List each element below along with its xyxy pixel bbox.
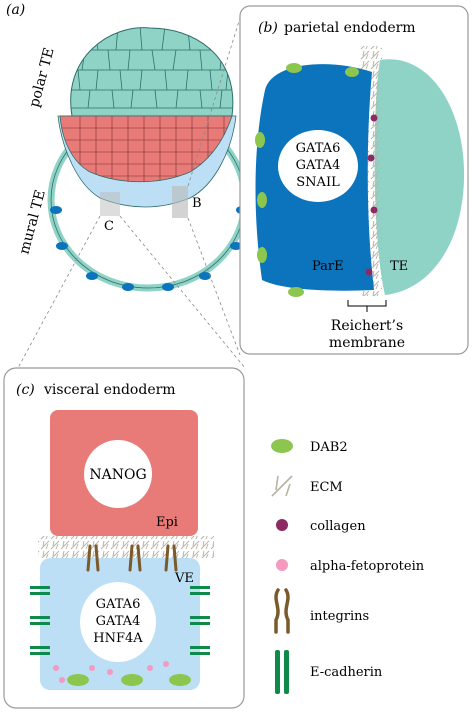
panel-b-letter: (b): [258, 20, 278, 36]
legend-label-ecm: ECM: [310, 480, 343, 495]
te-cell: [374, 59, 465, 295]
panel-a-letter: (a): [6, 2, 25, 18]
legend-label-e-cadherin: E-cadherin: [310, 665, 383, 680]
alpha-fetoprotein-icon: [276, 559, 288, 571]
panel-b-title: parietal endoderm: [284, 20, 416, 36]
ve-marker-2: GATA4: [96, 614, 141, 629]
epi-marker: NANOG: [89, 467, 146, 483]
ve-label: VE: [174, 571, 194, 586]
panel-c-title: visceral endoderm: [43, 382, 176, 398]
legend: DAB2 ECM collagen alpha-fetoprotein inte…: [271, 439, 425, 694]
pare-marker-2: GATA4: [296, 158, 341, 173]
ve-nucleus: [80, 582, 156, 662]
ecm-icon: [271, 475, 293, 497]
reicherts-label-line1: Reichert’s: [331, 318, 403, 334]
legend-label-integrins: integrins: [310, 609, 369, 624]
reicherts-label-line2: membrane: [329, 335, 405, 351]
pare-marker-3: SNAIL: [296, 175, 340, 190]
pare-marker-1: GATA6: [296, 141, 341, 156]
legend-label-afp: alpha-fetoprotein: [310, 559, 425, 574]
e-cadherin-junctions: [30, 586, 210, 655]
ve-dab2-vesicles: [67, 674, 191, 686]
ve-marker-1: GATA6: [96, 597, 141, 612]
legend-label-dab2: DAB2: [310, 440, 348, 455]
polar-te-label: polar TE: [26, 46, 57, 109]
epiblast-icm: [59, 115, 233, 183]
mural-te-nuclei: [50, 206, 248, 291]
mural-te-label: mural TE: [16, 188, 48, 256]
ve-marker-3: HNF4A: [93, 631, 143, 646]
epi-nucleus: [84, 440, 152, 508]
integrins-junction: [86, 544, 178, 572]
dab2-icon: [271, 439, 293, 453]
pare-nucleus: [278, 130, 358, 202]
te-label: TE: [390, 259, 408, 274]
connector-lines: [17, 17, 246, 369]
callout-b-label: B: [192, 196, 202, 211]
afp-dots: [53, 661, 169, 683]
e-cadherin-icon: [275, 650, 289, 694]
pare-label: ParE: [312, 259, 344, 274]
callout-c-box: [100, 192, 120, 216]
epiblast-cells: [60, 116, 232, 182]
collagen-icon: [276, 519, 288, 531]
epi-label: Epi: [156, 515, 178, 530]
integrin-icon: [274, 588, 290, 634]
polar-te-cap: [70, 27, 234, 117]
blastocyst: [47, 27, 249, 292]
ecm-band: [38, 536, 214, 558]
collagen-dots: [365, 114, 378, 276]
callout-b-box: [172, 186, 188, 218]
pare-dab2-vesicles: [255, 63, 359, 297]
legend-label-collagen: collagen: [310, 519, 366, 534]
callout-c-label: C: [104, 219, 114, 234]
reicherts-bracket: [347, 300, 387, 312]
panel-c-letter: (c): [16, 382, 35, 398]
